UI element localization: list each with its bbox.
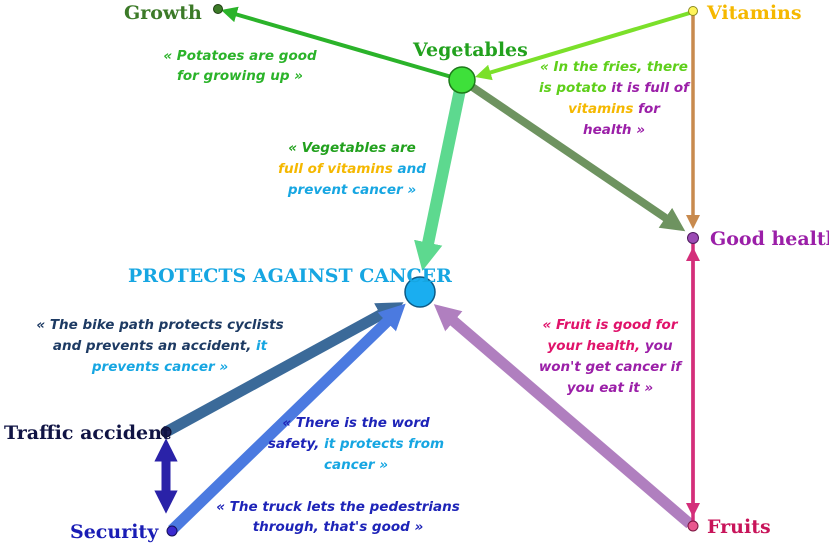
label-vegetables: Vegetables [412,39,528,61]
quote-fries-line3b: for [638,101,661,117]
quote-fruit-line1: « Fruit is good for [542,317,678,333]
edge-traffic-cancer [163,302,404,437]
quote-truck-line2: through, that's good » [253,519,424,535]
label-good-health: Good health [710,228,829,250]
quote-fruit-line2b: you [645,338,673,354]
quote-bike-line1: « The bike path protects cyclists [36,317,283,333]
node-security [166,525,178,537]
quote-bike: « The bike path protects cyclists and pr… [36,317,283,375]
label-security: Security [70,521,159,543]
quote-veg-line3: prevent cancer » [287,182,416,198]
label-traffic-accident: Traffic accident [4,422,171,444]
quote-fruit-line3: won't get cancer if [539,359,683,375]
label-vitamins: Vitamins [706,2,802,24]
quote-bike-line2: and prevents an accident, it [53,338,268,354]
node-traffic [160,426,172,438]
quote-fries-line3: vitamins for [568,101,661,117]
quote-fruit: « Fruit is good for your health, you won… [539,317,683,396]
node-fruits [687,520,699,532]
quote-fries-line2: is potato it is full of [539,80,691,96]
quote-veg-line2: full of vitamins and [278,161,426,177]
edge-vitamins-vegetables [475,10,694,81]
quote-safety-line2a: safety, [268,436,324,452]
quote-fries: « In the fries, there is potato it is fu… [539,59,691,138]
quote-safety-line1: « There is the word [282,415,430,431]
edge-vegetables-growth [221,6,463,82]
edge-vegetables-goodhealth [459,76,686,232]
quote-bike-line3: prevents cancer » [91,359,228,375]
node-good-health [687,232,699,244]
quote-potatoes: « Potatoes are good for growing up » [163,48,317,84]
quote-bike-line2a: and prevents an accident, [53,338,256,354]
node-cancer [404,276,436,308]
edge-vegetables-cancer [414,78,468,271]
quote-fruit-line2a: your health, [547,338,644,354]
quote-veg-line2b: and [397,161,426,177]
quote-veg-line2a: full of vitamins [278,161,397,177]
label-fruits: Fruits [707,516,771,538]
quote-vegetables: « Vegetables are full of vitamins and pr… [278,140,426,198]
quote-fruit-line2: your health, you [547,338,673,354]
quote-truck: « The truck lets the pedestrians through… [216,499,460,535]
edge-fruits-cancer [433,304,694,529]
quote-bike-line2b: it [256,338,268,354]
edge-security-cancer [168,303,406,534]
quote-safety-line2: safety, it protects from [268,436,444,452]
quote-safety: « There is the word safety, it protects … [268,415,444,473]
quote-fries-line4: health » [583,122,645,138]
quote-truck-line1: « The truck lets the pedestrians [216,499,460,515]
label-cancer: PROTECTS AGAINST CANCER [128,265,452,287]
quote-fries-line1: « In the fries, there [540,59,688,75]
quote-fries-line2a: is potato [539,80,611,96]
quote-potatoes-line1: « Potatoes are good [163,48,317,64]
quote-veg-line1: « Vegetables are [288,140,416,156]
quote-safety-line2b: it protects from [324,436,444,452]
quote-fruit-line4: you eat it » [567,380,653,396]
node-growth [213,4,223,14]
quote-fries-line3a: vitamins [568,101,638,117]
quote-potatoes-line2: for growing up » [177,68,303,84]
node-vegetables [448,66,476,94]
quote-safety-line3: cancer » [324,457,388,473]
quote-fries-line2b: it is full of [611,80,691,96]
node-vitamins [688,6,698,16]
label-growth: Growth [124,2,202,24]
